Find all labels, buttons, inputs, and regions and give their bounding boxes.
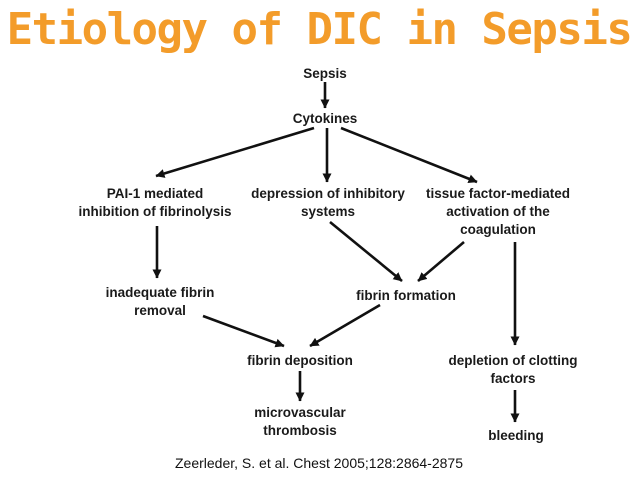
node-cytokines-line-1: Cytokines	[293, 111, 358, 126]
arrow-inadequate-removal-to-fibrin-deposition	[202, 314, 285, 348]
node-depletion-line-2: factors	[490, 371, 535, 386]
node-depression-line-2: systems	[301, 204, 355, 219]
node-tissue-factor-line-1: tissue factor-mediated	[426, 186, 570, 201]
node-inadequate-removal-line-1: inadequate fibrin	[106, 285, 215, 300]
node-tissue-factor-line-3: coagulation	[460, 222, 536, 237]
node-depletion: depletion of clotting factors	[449, 353, 578, 386]
node-tissue-factor-line-2: activation of the	[446, 204, 550, 219]
node-bleeding: bleeding	[488, 428, 544, 443]
node-cytokines: Cytokines	[293, 111, 358, 126]
node-inadequate-removal: inadequate fibrin removal	[106, 285, 215, 318]
node-depression: depression of inhibitory systems	[251, 186, 405, 219]
node-fibrin-deposition-line-1: fibrin deposition	[247, 353, 353, 368]
node-fibrin-formation-line-1: fibrin formation	[356, 288, 456, 303]
node-bleeding-line-1: bleeding	[488, 428, 544, 443]
arrow-cytokines-to-tissue-factor	[340, 126, 478, 184]
arrow-layer	[152, 82, 520, 423]
node-pai1-line-1: PAI-1 mediated	[107, 186, 204, 201]
node-tissue-factor: tissue factor-mediated activation of the c…	[426, 186, 570, 237]
node-fibrin-formation: fibrin formation	[356, 288, 456, 303]
arrow-tissue-factor-to-fibrin-formation	[417, 241, 465, 282]
arrow-fibrin-formation-to-fibrin-deposition	[309, 303, 381, 348]
node-sepsis: Sepsis	[303, 66, 347, 81]
node-thrombosis-line-1: microvascular	[254, 405, 346, 420]
node-thrombosis-line-2: thrombosis	[263, 423, 337, 438]
citation: Zeerleder, S. et al. Chest 2005;128:2864…	[175, 455, 463, 471]
node-pai1-line-2: inhibition of fibrinolysis	[79, 204, 232, 219]
node-depression-line-1: depression of inhibitory	[251, 186, 405, 201]
node-pai1: PAI-1 mediated inhibition of fibrinolysis	[79, 186, 232, 219]
arrow-depression-to-fibrin-formation	[329, 220, 403, 283]
node-fibrin-deposition: fibrin deposition	[247, 353, 353, 368]
node-thrombosis: microvascular thrombosis	[254, 405, 346, 438]
arrow-cytokines-to-pai1	[155, 126, 315, 178]
node-inadequate-removal-line-2: removal	[134, 303, 186, 318]
slide-title: Etiology of DIC in Sepsis	[6, 4, 633, 55]
node-sepsis-line-1: Sepsis	[303, 66, 347, 81]
node-depletion-line-1: depletion of clotting	[449, 353, 578, 368]
